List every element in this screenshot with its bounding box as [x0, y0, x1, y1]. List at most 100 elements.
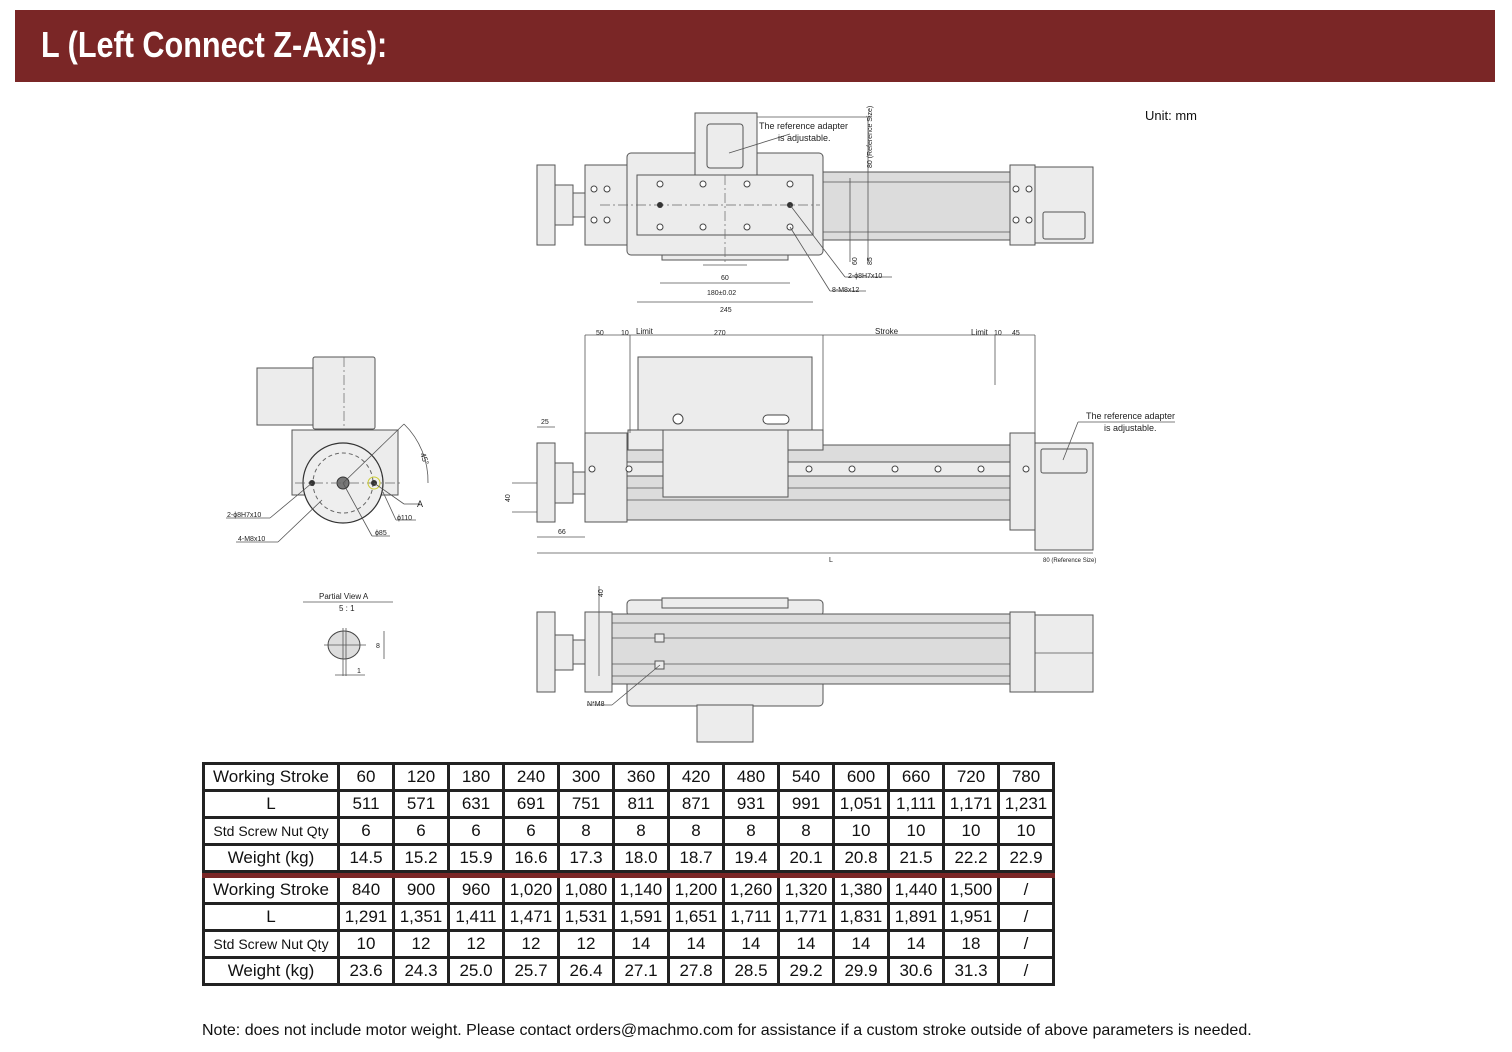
table-cell: 691 — [502, 789, 560, 819]
table-cell: 8 — [722, 816, 780, 846]
table-cell: 6 — [337, 816, 395, 846]
dim-label: L — [829, 557, 833, 564]
table-cell: 511 — [337, 789, 395, 819]
callout-label: N*M8 — [587, 701, 605, 708]
table-cell: / — [997, 875, 1055, 905]
row-header: L — [202, 902, 340, 932]
table-cell: 1,051 — [832, 789, 890, 819]
dim-label: 50 — [596, 330, 604, 337]
table-cell: 600 — [832, 762, 890, 792]
table-cell: 1,951 — [942, 902, 1000, 932]
table-cell: 30.6 — [887, 956, 945, 986]
table-cell: 14 — [722, 929, 780, 959]
dim-label: 45 — [1012, 330, 1020, 337]
table-cell: 27.8 — [667, 956, 725, 986]
table-cell: 18.0 — [612, 843, 670, 873]
table-cell: 8 — [667, 816, 725, 846]
table-cell: 300 — [557, 762, 615, 792]
table-cell: 1,260 — [722, 875, 780, 905]
table-cell: 871 — [667, 789, 725, 819]
row-header: Weight (kg) — [202, 956, 340, 986]
row-header: L — [202, 789, 340, 819]
dim-label: 10 — [621, 330, 629, 337]
adapter-note: is adjustable. — [778, 133, 831, 143]
table-cell: 29.2 — [777, 956, 835, 986]
table-cell: 1,111 — [887, 789, 945, 819]
dim-label: 60 — [721, 275, 729, 282]
table-cell: 6 — [392, 816, 450, 846]
table-cell: 960 — [447, 875, 505, 905]
table-cell: 27.1 — [612, 956, 670, 986]
dim-label: 10 — [994, 330, 1002, 337]
table-cell: 15.9 — [447, 843, 505, 873]
technical-drawing: The reference adapter is adjustable. 80 … — [226, 106, 1175, 743]
table-cell: 10 — [887, 816, 945, 846]
table-cell: 720 — [942, 762, 1000, 792]
table-cell: 1,831 — [832, 902, 890, 932]
table-cell: 12 — [557, 929, 615, 959]
row-header: Working Stroke — [202, 762, 340, 792]
table-cell: 14 — [887, 929, 945, 959]
table-cell: 14 — [667, 929, 725, 959]
dim-label: Stroke — [875, 327, 899, 336]
table-cell: 1,891 — [887, 902, 945, 932]
table-cell: 14 — [777, 929, 835, 959]
table-cell: 240 — [502, 762, 560, 792]
partial-view-a: Partial View A 5 : 1 8 1 — [303, 592, 393, 676]
table-cell: 31.3 — [942, 956, 1000, 986]
table-cell: 16.6 — [502, 843, 560, 873]
dim-label: 80 (Reference Size) — [867, 106, 874, 168]
table-cell: 1,200 — [667, 875, 725, 905]
table-cell: 6 — [502, 816, 560, 846]
table-cell: 8 — [557, 816, 615, 846]
table-cell: 360 — [612, 762, 670, 792]
dim-label: 270 — [714, 330, 726, 337]
table-cell: 20.8 — [832, 843, 890, 873]
callout-label: 2-ϕ8H7x10 — [227, 512, 261, 519]
table-cell: 1,711 — [722, 902, 780, 932]
table-cell: 1,291 — [337, 902, 395, 932]
table-cell: 26.4 — [557, 956, 615, 986]
dim-label: 66 — [558, 529, 566, 536]
adapter-note: is adjustable. — [1104, 423, 1157, 433]
table-cell: 660 — [887, 762, 945, 792]
table-cell: 1,771 — [777, 902, 835, 932]
dim-label: 245 — [720, 307, 732, 314]
table-cell: 1,500 — [942, 875, 1000, 905]
partial-view-title: Partial View A — [319, 592, 369, 601]
table-cell: 18.7 — [667, 843, 725, 873]
table-divider — [202, 870, 1055, 878]
footnote: Note: does not include motor weight. Ple… — [202, 1022, 1252, 1039]
table-cell: 1,080 — [557, 875, 615, 905]
table-cell: 25.0 — [447, 956, 505, 986]
table-cell: / — [997, 956, 1055, 986]
table-cell: 631 — [447, 789, 505, 819]
table-cell: 1,380 — [832, 875, 890, 905]
table-cell: 10 — [337, 929, 395, 959]
table-cell: 1,231 — [997, 789, 1055, 819]
dim-label: 45° — [418, 452, 431, 466]
table-cell: 20.1 — [777, 843, 835, 873]
row-header: Std Screw Nut Qty — [202, 929, 340, 959]
table-cell: / — [997, 902, 1055, 932]
table-cell: 23.6 — [337, 956, 395, 986]
table-cell: 12 — [502, 929, 560, 959]
table-cell: 1,591 — [612, 902, 670, 932]
unit-label: Unit: mm — [1145, 108, 1197, 123]
row-header: Working Stroke — [202, 875, 340, 905]
dim-label: 40 — [505, 494, 512, 502]
table-cell: 480 — [722, 762, 780, 792]
table-cell: 840 — [337, 875, 395, 905]
table-cell: 17.3 — [557, 843, 615, 873]
dim-label: 25 — [541, 419, 549, 426]
table-cell: 1,531 — [557, 902, 615, 932]
table-cell: 14.5 — [337, 843, 395, 873]
table-cell: 21.5 — [887, 843, 945, 873]
table-cell: 571 — [392, 789, 450, 819]
